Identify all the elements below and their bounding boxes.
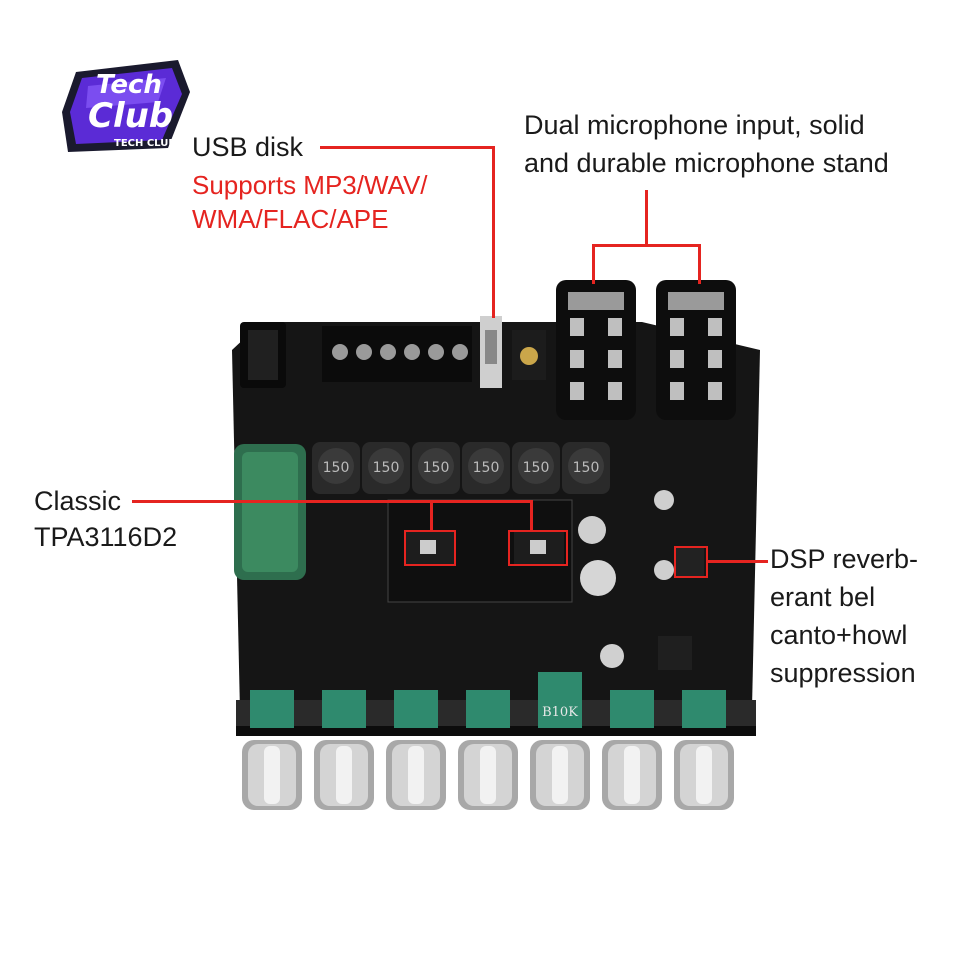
dsp-label-line2: erant bel xyxy=(770,582,876,612)
usb-label-line2: WMA/FLAC/APE xyxy=(192,204,389,234)
svg-text:B10K: B10K xyxy=(542,705,578,720)
inductor: 150 xyxy=(412,442,460,494)
svg-text:150: 150 xyxy=(323,460,350,476)
potentiometer xyxy=(250,690,294,728)
svg-text:150: 150 xyxy=(473,460,500,476)
dsp-label-line3: canto+howl xyxy=(770,620,908,650)
tech-club-logo: Tech Club TECH CLUB xyxy=(58,52,198,162)
mic-jack-left xyxy=(556,280,636,420)
logo-word-main: Club xyxy=(88,96,174,136)
potentiometer xyxy=(610,690,654,728)
svg-text:150: 150 xyxy=(423,460,450,476)
inductor: 150 xyxy=(362,442,410,494)
knob xyxy=(674,740,734,810)
inductor: 150 xyxy=(512,442,560,494)
amp-callout-left xyxy=(430,500,433,530)
mic-callout-stem xyxy=(645,190,648,246)
amp-callout-h xyxy=(132,500,532,503)
electrolytic-capacitor xyxy=(234,444,306,580)
logo-tagline: TECH CLUB xyxy=(114,138,176,149)
dsp-chip xyxy=(676,548,704,576)
knob xyxy=(242,740,302,810)
knob xyxy=(314,740,374,810)
logo-word-top: Tech xyxy=(96,70,162,100)
usb-label-line1: Supports MP3/WAV/ xyxy=(192,170,428,200)
inductor: 150 xyxy=(562,442,610,494)
logo-graphic xyxy=(62,60,190,152)
amp-chip-right-highlight xyxy=(508,530,568,566)
potentiometer xyxy=(682,690,726,728)
svg-text:150: 150 xyxy=(373,460,400,476)
mic-label-line1: Dual microphone input, solid xyxy=(524,110,865,140)
mic-label-line2: and durable microphone stand xyxy=(524,148,889,178)
mic-callout-left xyxy=(592,244,595,284)
usb-label-title: USB disk xyxy=(192,132,304,162)
amp-label-line1: Classic xyxy=(34,486,122,516)
knob xyxy=(530,740,590,810)
usb-callout-h xyxy=(320,146,494,149)
knob xyxy=(386,740,446,810)
potentiometer xyxy=(466,690,510,728)
potentiometer: B10K xyxy=(538,672,582,728)
mic-callout-right xyxy=(698,244,701,284)
mic-jack-right xyxy=(656,280,736,420)
amp-callout-right xyxy=(530,500,533,530)
svg-text:150: 150 xyxy=(523,460,550,476)
mic-callout-bar xyxy=(592,244,700,247)
potentiometer xyxy=(394,690,438,728)
dsp-callout xyxy=(706,560,768,563)
amp-label-line2: TPA3116D2 xyxy=(34,522,178,552)
inductor: 150 xyxy=(312,442,360,494)
usb-callout-v xyxy=(492,146,495,318)
amp-chip-left-highlight xyxy=(404,530,456,566)
knob xyxy=(458,740,518,810)
potentiometer xyxy=(322,690,366,728)
knob xyxy=(602,740,662,810)
dsp-chip-highlight xyxy=(674,546,708,578)
dsp-label-line4: suppression xyxy=(770,658,916,688)
svg-text:150: 150 xyxy=(573,460,600,476)
dsp-label-line1: DSP reverb- xyxy=(770,544,919,574)
inductor: 150 xyxy=(462,442,510,494)
